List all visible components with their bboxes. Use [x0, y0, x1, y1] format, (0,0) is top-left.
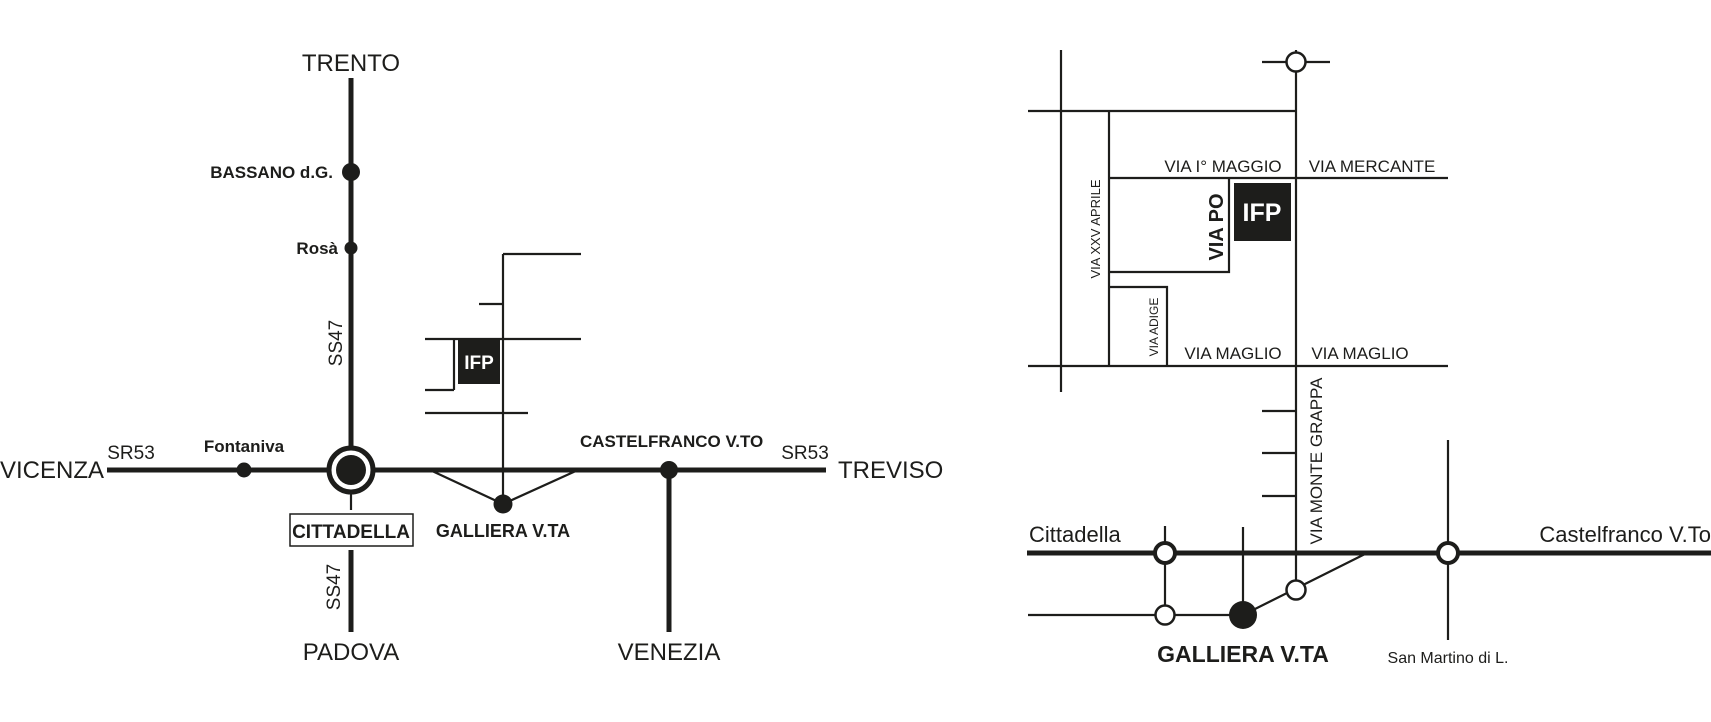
galliera-dot [493, 494, 513, 514]
node-lower-west [1154, 604, 1176, 626]
road-label-ss47-north: SS47 [326, 320, 347, 366]
cittadella-label-box [289, 513, 414, 547]
city-label-treviso: TREVISO [838, 457, 943, 484]
rosa-dot [344, 241, 358, 255]
detail-map: IFP VIA I° MAGGIO VIA MERCANTE VIA PO VI… [1027, 50, 1711, 667]
fontaniva-dot [236, 462, 252, 478]
town-label-fontaniva: Fontaniva [204, 437, 285, 456]
detail-ifp-label: IFP [1243, 199, 1282, 227]
road-label-sr53-east: SR53 [781, 443, 829, 464]
street-label-via-xxv-aprile: VIA XXV APRILE [1088, 179, 1103, 278]
city-label-trento: TRENTO [302, 50, 400, 77]
place-label-castelfranco: Castelfranco V.To [1539, 522, 1711, 547]
street-label-via-adige: VIA ADIGE [1147, 298, 1161, 357]
detail-ifp-marker: IFP [1234, 183, 1291, 241]
street-label-via-maglio-east: VIA MAGLIO [1311, 344, 1408, 363]
overview-map: IFP CITTADELLA TRENTO PADOVA VICENZA TRE… [0, 50, 943, 666]
road-label-ss47-south: SS47 [324, 564, 345, 610]
node-north [1285, 51, 1307, 73]
bassano-dot [342, 163, 360, 181]
place-label-cittadella: Cittadella [1029, 522, 1121, 547]
castelfranco-dot [660, 461, 678, 479]
town-label-castelfranco: CASTELFRANCO V.TO [580, 432, 763, 451]
detail-streets [1028, 50, 1450, 640]
node-castelfranco-road [1436, 541, 1460, 565]
overview-ifp-label: IFP [464, 353, 494, 374]
street-label-via-monte-grappa: VIA MONTE GRAPPA [1307, 377, 1326, 545]
galliera-center-dot [1229, 601, 1257, 629]
node-monte-grappa [1285, 579, 1307, 601]
cittadella-junction [326, 445, 376, 495]
street-label-via-primo-maggio: VIA I° MAGGIO [1164, 157, 1281, 176]
town-label-bassano: BASSANO d.G. [210, 163, 333, 182]
overview-ifp-marker: IFP [458, 340, 500, 384]
road-label-sr53-west: SR53 [107, 443, 155, 464]
city-label-vicenza: VICENZA [0, 457, 104, 484]
town-label-rosa: Rosà [296, 239, 338, 258]
overview-local-streets [425, 252, 581, 504]
town-label-galliera: GALLIERA V.TA [436, 521, 570, 541]
cittadella-label: CITTADELLA [292, 522, 410, 543]
place-label-galliera: GALLIERA V.TA [1157, 641, 1329, 667]
city-label-padova: PADOVA [303, 639, 399, 666]
city-label-venezia: VENEZIA [618, 639, 721, 666]
node-cittadella-road [1153, 541, 1177, 565]
place-label-san-martino: San Martino di L. [1388, 650, 1509, 667]
street-label-via-maglio-west: VIA MAGLIO [1184, 344, 1281, 363]
street-label-via-mercante: VIA MERCANTE [1309, 157, 1436, 176]
street-label-via-po: VIA PO [1206, 193, 1228, 260]
